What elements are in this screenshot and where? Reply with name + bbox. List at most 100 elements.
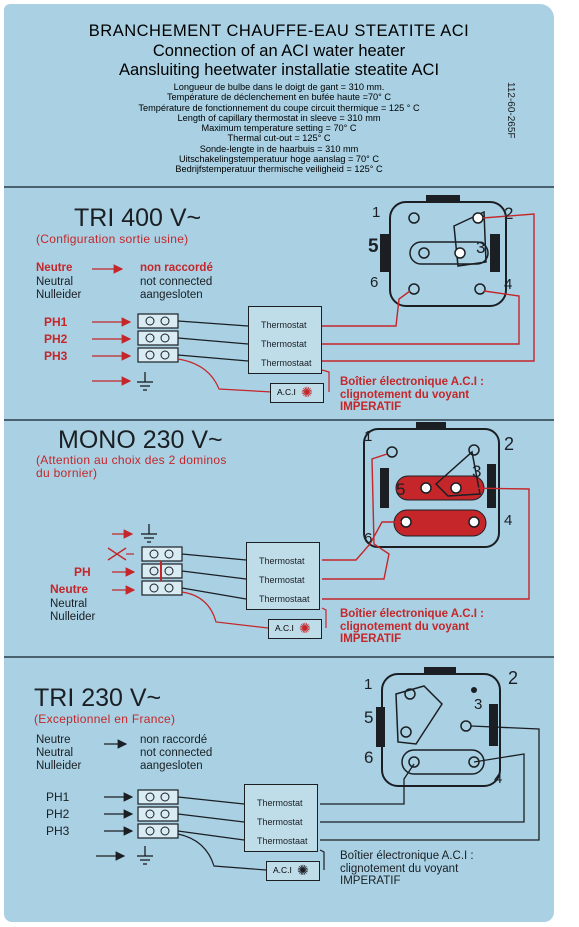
neutral-text: Neutral — [36, 747, 74, 759]
tri400-not-connected-fr: non raccordé — [140, 262, 213, 274]
not-connected-en: not connected — [140, 276, 213, 288]
not-connected-en: not connected — [140, 747, 213, 759]
spec-line: Sonde-lengte in de haarbuis = 310 mm — [199, 143, 359, 154]
mono230-subtitle: (Attention au choix des 2 dominos du bor… — [36, 454, 227, 480]
terminal-number: 1 — [372, 204, 381, 221]
thermostat-label: Thermostat — [261, 339, 307, 349]
subtitle-line: du bornier) — [36, 466, 98, 480]
aci-box: A.C.I ✺ — [266, 861, 320, 881]
tri230-not-connected: non raccordé not connected aangesloten — [140, 734, 212, 773]
thermostat-block: Thermostat Thermostat Thermostaat — [248, 306, 322, 374]
section-divider — [4, 419, 554, 421]
tri400-diagram — [92, 195, 535, 393]
aci-label: A.C.I — [273, 865, 292, 875]
nulleider-text: Nulleider — [36, 760, 82, 772]
aci-label: A.C.I — [275, 623, 294, 633]
note-line: IMPERATIF — [340, 633, 402, 645]
note-line: Boîtier électronique A.C.I : — [340, 608, 484, 620]
nulleider-text: Nulleider — [50, 611, 96, 623]
section-divider — [4, 656, 554, 658]
spec-line: Température de fonctionnement du coupe c… — [138, 102, 420, 113]
tri400-title: TRI 400 V~ — [74, 204, 202, 232]
terminal-number: 2 — [504, 434, 515, 454]
spec-line: Length of capillary thermostat in sleeve… — [177, 112, 381, 123]
tri230-note: Boîtier électronique A.C.I : clignotemen… — [340, 850, 474, 888]
spec-line: Longueur de bulbe dans le doigt de gant … — [173, 82, 385, 92]
spec-line: Thermal cut-out = 125° C — [227, 133, 331, 144]
mono230-title: MONO 230 V~ — [58, 426, 223, 454]
nulleider-text: Nulleider — [36, 289, 82, 301]
note-line: clignotement du voyant — [340, 388, 470, 401]
terminal-number: 3 — [472, 462, 482, 481]
tri230-subtitle: (Exceptionnel en France) — [34, 712, 176, 726]
cross-icon — [107, 547, 127, 561]
terminal-number: 4 — [504, 512, 513, 529]
ground-icon — [137, 372, 153, 391]
note-line: IMPERATIF — [340, 401, 402, 413]
thermostat-block: Thermostat Thermostat Thermostaat — [244, 784, 318, 852]
phase1-label: PH1 — [44, 315, 68, 329]
terminal-number: 1 — [364, 428, 373, 445]
phase3-label: PH3 — [44, 349, 68, 363]
phase2-label: PH2 — [46, 807, 70, 821]
terminal-number: 2 — [504, 204, 514, 223]
wiring-diagrams — [92, 195, 540, 871]
title-nl: Aansluiting heetwater installatie steati… — [118, 61, 440, 79]
spec-line: Bedrijfstemperatuur thermische veilighei… — [175, 164, 383, 175]
aci-box: A.C.I ✺ — [270, 383, 324, 403]
thermostat-label: Thermostat — [259, 556, 305, 566]
thermostat-block: Thermostat Thermostat Thermostaat — [246, 542, 320, 610]
terminal-number: 4 — [494, 770, 503, 787]
phase1-label: PH1 — [46, 790, 70, 804]
note-line: Boîtier électronique A.C.I : — [340, 376, 484, 388]
title-fr: BRANCHEMENT CHAUFFE-EAU STEATITE ACI — [88, 22, 470, 40]
subtitle-line: (Attention au choix des 2 dominos — [36, 453, 227, 467]
terminal-number: 3 — [476, 238, 486, 257]
instruction-card: BRANCHEMENT CHAUFFE-EAU STEATITE ACI Con… — [4, 4, 554, 922]
phase-label: PH — [74, 565, 91, 579]
tri400-subtitle: (Configuration sortie usine) — [36, 232, 189, 246]
terminal-number: 6 — [370, 274, 379, 291]
terminal-number: 6 — [364, 530, 373, 547]
not-connected-nl: aangesloten — [140, 760, 203, 772]
thermostat-label: Thermostat — [257, 817, 303, 827]
terminal-number: 5 — [364, 708, 374, 727]
mono230-neutral-label: Neutral Nulleider — [50, 598, 95, 624]
neutral-text: Neutral — [36, 276, 74, 288]
tri400-not-connected: not connected aangesloten — [140, 276, 212, 302]
terminal-number: 4 — [504, 276, 513, 293]
phase3-label: PH3 — [46, 824, 70, 838]
terminal-number: 2 — [508, 668, 519, 688]
thermostat-label: Thermostat — [261, 320, 307, 330]
not-connected-fr: non raccordé — [140, 734, 208, 746]
spec-list: Longueur de bulbe dans le doigt de gant … — [34, 82, 524, 175]
terminal-number: 5 — [368, 236, 379, 257]
tri400-note: Boîtier électronique A.C.I : clignotemen… — [340, 376, 484, 414]
note-line: IMPERATIF — [340, 875, 401, 887]
thermostat-label: Thermostat — [259, 575, 305, 585]
phase2-label: PH2 — [44, 332, 68, 346]
spec-line: Uitschakelingstemperatuur hoge aanslag =… — [178, 154, 380, 165]
aci-box: A.C.I ✺ — [268, 619, 322, 639]
neutre-text: Neutre — [36, 734, 71, 746]
note-line: clignotement du voyant — [340, 862, 459, 875]
spec-line: Température de déclenchement en bufée ha… — [166, 92, 392, 103]
ground-icon — [141, 524, 157, 543]
title-en: Connection of an ACI water heater — [152, 42, 406, 60]
indicator-light-icon: ✺ — [297, 862, 309, 878]
note-line: clignotement du voyant — [340, 620, 470, 633]
thermostaat-label: Thermostaat — [257, 836, 308, 846]
spec-line: Maximum temperature setting = 70° C — [201, 123, 357, 134]
terminal-number: 3 — [474, 696, 483, 713]
indicator-light-icon: ✺ — [301, 384, 313, 400]
tri230-title: TRI 230 V~ — [34, 684, 162, 712]
section-divider — [4, 186, 554, 188]
note-line: Boîtier électronique A.C.I : — [340, 850, 474, 862]
neutral-text: Neutral — [50, 598, 88, 610]
thermostaat-label: Thermostaat — [259, 594, 310, 604]
not-connected-nl: aangesloten — [140, 289, 203, 301]
terminal-number: 5 — [396, 480, 406, 499]
tri230-neutral-label: Neutre Neutral Nulleider — [36, 734, 81, 773]
mono230-diagram — [107, 422, 530, 629]
aci-label: A.C.I — [277, 387, 296, 397]
